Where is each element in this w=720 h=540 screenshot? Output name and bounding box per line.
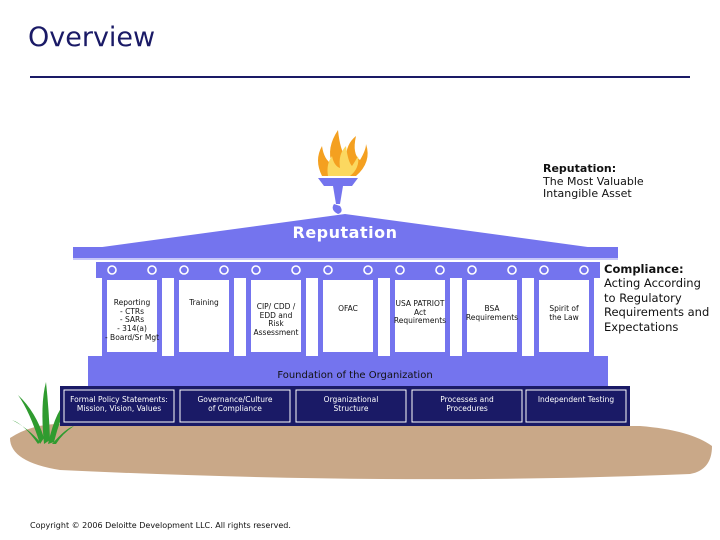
torch-flame-icon <box>318 130 368 214</box>
foundation-blocks <box>63 389 627 423</box>
reputation-note-text: The Most Valuable Intangible Asset <box>543 174 644 201</box>
foundation-item-policy: Formal Policy Statements: Mission, Visio… <box>70 395 168 413</box>
foundation-item-structure: Organizational Structure <box>323 395 379 413</box>
column-label-patriot: USA PATRIOT Act Requirements <box>393 299 447 326</box>
roof-label: Reputation <box>292 223 398 242</box>
column-label-spirit: Spirit of the Law <box>549 304 579 322</box>
foundation-band <box>88 356 608 388</box>
reputation-note-heading: Reputation: <box>543 162 617 175</box>
foundation-item-governance: Governance/Culture of Compliance <box>197 395 273 413</box>
column-faces <box>107 280 589 352</box>
scroll-capital-icon <box>107 265 589 275</box>
ground-mound <box>10 423 712 480</box>
roof <box>95 214 595 248</box>
roof-band <box>73 247 618 260</box>
page-title: Overview <box>28 22 156 53</box>
foundation-label: Foundation of the Organization <box>277 370 433 381</box>
foundation-item-testing: Independent Testing <box>537 395 615 404</box>
title-divider <box>30 76 690 78</box>
copyright-notice: Copyright © 2006 Deloitte Development LL… <box>30 521 291 530</box>
column-label-reporting: Reporting - CTRs - SARs - 314(a) - Board… <box>104 298 160 342</box>
column-label-bsa: BSA Requirements <box>465 304 519 322</box>
reputation-note: Reputation:The Most Valuable Intangible … <box>543 162 713 201</box>
foundation-item-processes: Processes and Procedures <box>440 395 494 413</box>
compliance-note-heading: Compliance: <box>604 262 684 276</box>
column-label-ofac: OFAC <box>338 304 358 313</box>
column-label-cip: CIP/ CDD / EDD and Risk Assessment <box>253 302 299 337</box>
compliance-note: Compliance:Acting According to Regulator… <box>604 262 720 334</box>
column-label-training: Training <box>189 298 219 307</box>
compliance-note-text: Acting According to Regulatory Requireme… <box>604 276 710 334</box>
